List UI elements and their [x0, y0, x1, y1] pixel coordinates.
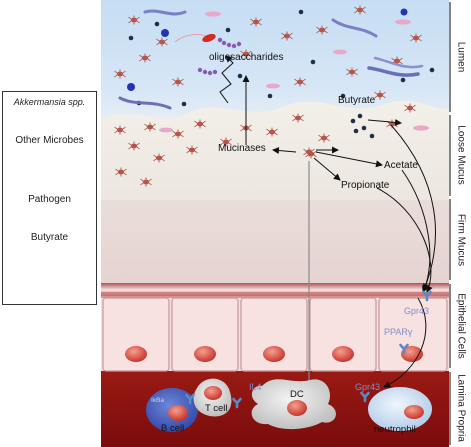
- label-b-cell: B cell: [161, 423, 185, 434]
- label-mucinases: Mucinases: [218, 143, 266, 154]
- label-neutrophil: neutrophil: [374, 424, 416, 435]
- commensal-rods: [118, 9, 429, 133]
- legend-box: Akkermansia spp. Other Microbes Pathogen…: [2, 91, 97, 305]
- label-propionate: Propionate: [341, 180, 390, 191]
- epithelial-nuclei: [125, 346, 423, 362]
- dendritic-cell: [251, 379, 336, 430]
- pathway-arrows: [219, 55, 436, 388]
- bead-chains: [197, 37, 242, 76]
- label-ikba: IkBa: [151, 397, 165, 404]
- label-acetate: Acetate: [384, 160, 418, 171]
- pathogens-lumen: [127, 8, 408, 91]
- b-cell: [146, 388, 198, 432]
- label-ppar-gamma: PPARγ: [384, 327, 413, 337]
- label-gpr43-neutrophil: Gpr43: [355, 382, 381, 392]
- t-cell: [193, 378, 232, 417]
- label-t-cell: T cell: [205, 403, 228, 414]
- label-gpr43-epithelial: Gpr43: [404, 306, 430, 316]
- legend-label-other-microbes: Other Microbes: [15, 135, 84, 146]
- label-butyrate: Butyrate: [338, 95, 376, 106]
- neutrophil-cell: [368, 387, 432, 431]
- label-dc: DC: [290, 389, 304, 400]
- firm-mucus-band: [101, 200, 449, 292]
- label-il4: IL4: [249, 382, 262, 392]
- label-oligosaccharides: oligosaccharides: [209, 52, 284, 63]
- microvilli-ridge: [101, 292, 449, 298]
- legend-label-butyrate: Butyrate: [30, 232, 69, 243]
- epithelial-cells: [102, 297, 448, 372]
- legend-title: Akkermansia spp.: [13, 97, 86, 107]
- legend-label-pathogen: Pathogen: [28, 194, 71, 205]
